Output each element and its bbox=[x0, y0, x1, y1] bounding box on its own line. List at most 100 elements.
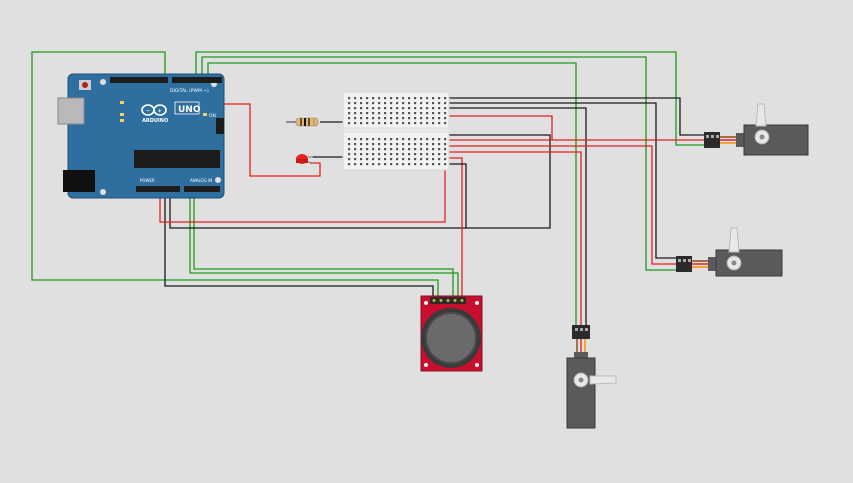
resistor[interactable] bbox=[286, 117, 319, 127]
joystick-module[interactable] bbox=[420, 295, 483, 372]
breadboard-hole bbox=[366, 153, 369, 156]
model-badge bbox=[174, 101, 200, 115]
breadboard-hole bbox=[360, 122, 363, 125]
breadboard-hole bbox=[444, 158, 447, 161]
breadboard-hole bbox=[366, 148, 369, 151]
breadboard-hole bbox=[408, 143, 411, 146]
wire-red-servo3 bbox=[447, 151, 582, 325]
breadboard-hole bbox=[426, 122, 429, 125]
wire-red-joy-vcc bbox=[447, 157, 463, 298]
breadboard-hole bbox=[348, 97, 351, 100]
breadboard-hole bbox=[390, 102, 393, 105]
wire-black-servo3 bbox=[447, 107, 587, 325]
breadboard-hole bbox=[348, 117, 351, 120]
breadboard-hole bbox=[402, 138, 405, 141]
breadboard-hole bbox=[390, 163, 393, 166]
svg-text:−: − bbox=[146, 108, 150, 114]
breadboard-hole bbox=[402, 122, 405, 125]
breadboard-hole bbox=[402, 148, 405, 151]
breadboard-hole bbox=[372, 158, 375, 161]
wire-green-servo1 bbox=[195, 51, 704, 146]
breadboard-hole bbox=[366, 163, 369, 166]
breadboard-hole bbox=[420, 107, 423, 110]
breadboard-hole bbox=[372, 153, 375, 156]
breadboard-hole bbox=[372, 148, 375, 151]
breadboard-hole bbox=[390, 138, 393, 141]
breadboard-hole bbox=[426, 138, 429, 141]
breadboard-hole bbox=[360, 138, 363, 141]
arduino-uno-board[interactable]: DIGITAL (PWM ~) − + ARDUINO UNO ON POWER… bbox=[57, 73, 225, 199]
breadboard-hole bbox=[420, 163, 423, 166]
breadboard-hole bbox=[408, 117, 411, 120]
breadboard-hole bbox=[444, 148, 447, 151]
breadboard-hole bbox=[408, 122, 411, 125]
breadboard-hole bbox=[402, 97, 405, 100]
breadboard[interactable] bbox=[342, 91, 450, 171]
breadboard-hole bbox=[372, 138, 375, 141]
breadboard-hole bbox=[360, 107, 363, 110]
servo-horn-screw-icon bbox=[759, 134, 765, 140]
joystick-thumb-knob[interactable] bbox=[425, 312, 477, 364]
breadboard-hole bbox=[372, 117, 375, 120]
breadboard-hole bbox=[414, 107, 417, 110]
breadboard-hole bbox=[372, 122, 375, 125]
breadboard-hole bbox=[354, 153, 357, 156]
breadboard-hole bbox=[348, 102, 351, 105]
breadboard-hole bbox=[348, 138, 351, 141]
power-jack bbox=[63, 170, 95, 192]
breadboard-hole bbox=[432, 163, 435, 166]
breadboard-hole bbox=[360, 102, 363, 105]
breadboard-hole bbox=[390, 112, 393, 115]
breadboard-hole bbox=[378, 143, 381, 146]
breadboard-hole bbox=[384, 138, 387, 141]
servo-bottom[interactable] bbox=[566, 325, 617, 429]
breadboard-hole bbox=[384, 143, 387, 146]
wire-black-gnd-rail bbox=[169, 134, 551, 229]
breadboard-hole bbox=[390, 117, 393, 120]
breadboard-hole bbox=[348, 163, 351, 166]
breadboard-hole bbox=[426, 112, 429, 115]
breadboard-hole bbox=[354, 117, 357, 120]
breadboard-hole bbox=[360, 143, 363, 146]
brand-label: ARDUINO bbox=[142, 118, 168, 124]
breadboard-hole bbox=[414, 148, 417, 151]
breadboard-hole bbox=[378, 138, 381, 141]
servo-middle-right[interactable] bbox=[676, 227, 783, 277]
breadboard-hole bbox=[354, 122, 357, 125]
breadboard-hole bbox=[432, 107, 435, 110]
mount-hole bbox=[100, 189, 106, 195]
breadboard-hole bbox=[444, 122, 447, 125]
breadboard-hole bbox=[444, 163, 447, 166]
analog-header-label: ANALOG IN bbox=[190, 178, 212, 183]
svg-text:+: + bbox=[158, 109, 162, 115]
breadboard-hole bbox=[354, 148, 357, 151]
breadboard-hole bbox=[378, 107, 381, 110]
breadboard-hole bbox=[414, 122, 417, 125]
mount-hole bbox=[100, 79, 106, 85]
breadboard-hole bbox=[378, 112, 381, 115]
breadboard-hole bbox=[396, 148, 399, 151]
breadboard-hole bbox=[408, 107, 411, 110]
breadboard-hole bbox=[408, 138, 411, 141]
breadboard-hole bbox=[390, 107, 393, 110]
breadboard-hole bbox=[366, 107, 369, 110]
breadboard-hole bbox=[366, 158, 369, 161]
breadboard-hole bbox=[432, 122, 435, 125]
breadboard-hole bbox=[444, 102, 447, 105]
wire-black-servo1 bbox=[447, 97, 704, 136]
breadboard-hole bbox=[438, 102, 441, 105]
breadboard-hole bbox=[384, 163, 387, 166]
breadboard-hole bbox=[390, 122, 393, 125]
wire-green-servo2 bbox=[201, 56, 676, 271]
breadboard-hole bbox=[420, 158, 423, 161]
breadboard-hole bbox=[354, 143, 357, 146]
servo-top-right[interactable] bbox=[704, 103, 809, 156]
red-led[interactable] bbox=[296, 154, 314, 164]
breadboard-hole bbox=[414, 138, 417, 141]
breadboard-hole bbox=[438, 107, 441, 110]
breadboard-hole bbox=[420, 143, 423, 146]
breadboard-hole bbox=[432, 143, 435, 146]
breadboard-hole bbox=[426, 163, 429, 166]
arduino-logo-icon: − + bbox=[141, 104, 167, 116]
